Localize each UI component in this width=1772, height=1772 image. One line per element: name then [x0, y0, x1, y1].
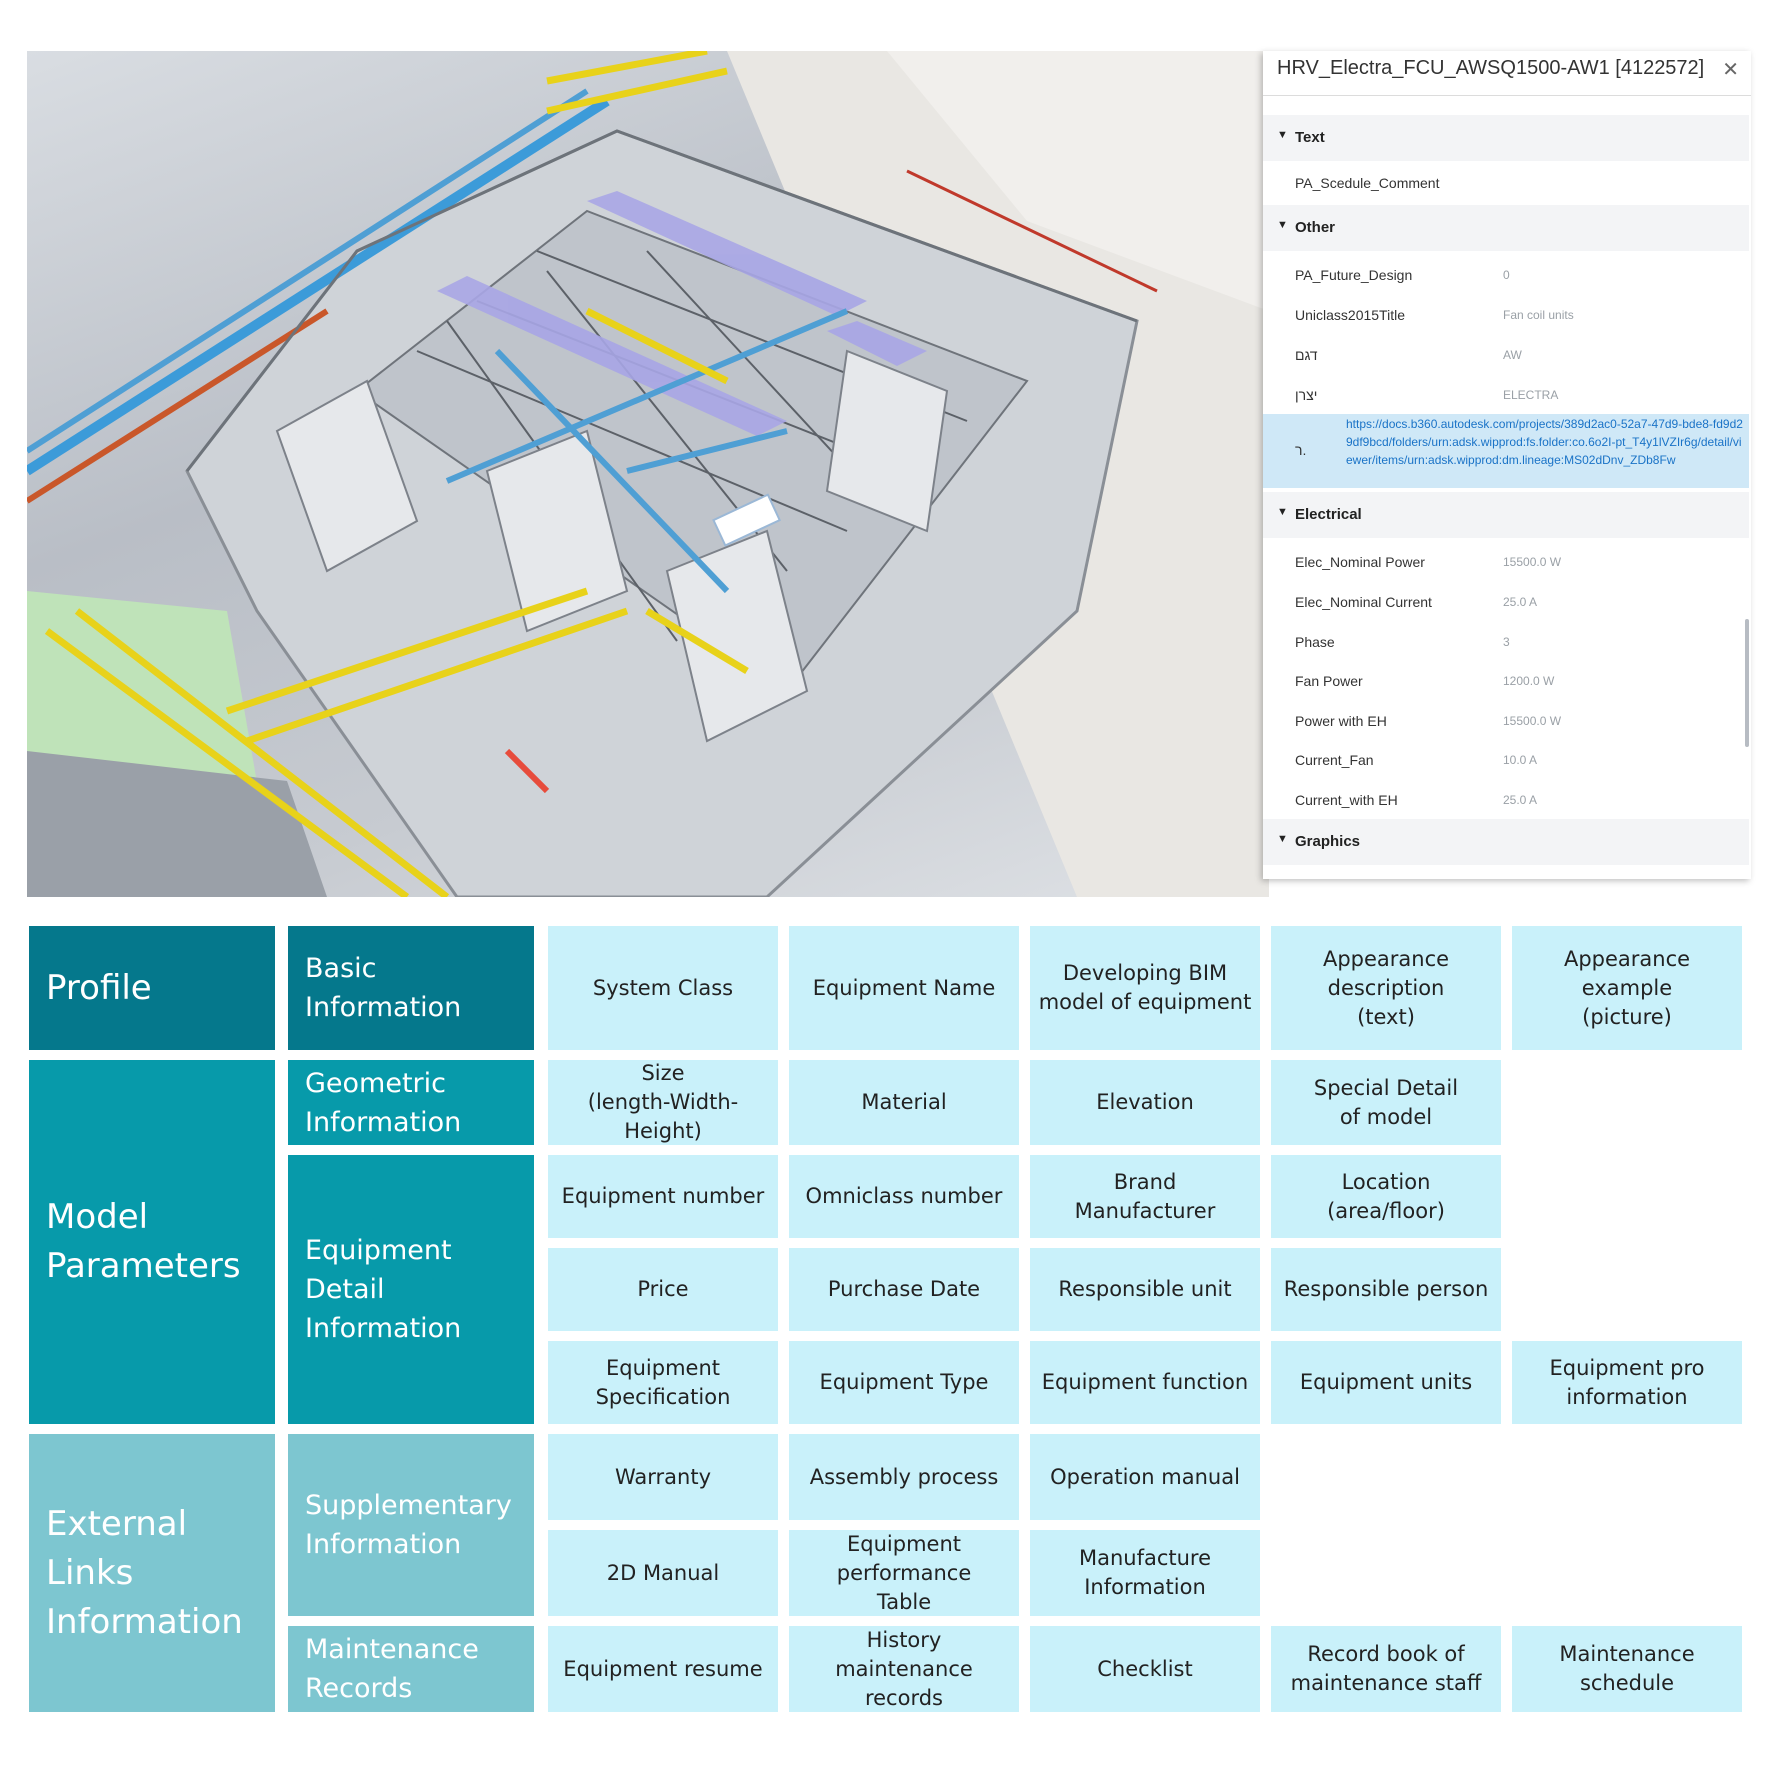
- panel-scrollbar[interactable]: [1745, 619, 1749, 747]
- property-key: PA_Future_Design: [1295, 267, 1413, 283]
- property-row: Fan Power 1200.0 W: [1263, 662, 1749, 700]
- property-value: 10.0 A: [1503, 753, 1538, 767]
- property-value: ELECTRA: [1503, 388, 1559, 402]
- table-cell: Special Detail of model: [1271, 1060, 1501, 1145]
- property-key: דגם: [1295, 347, 1318, 363]
- table-cell: Assembly process: [789, 1434, 1019, 1520]
- table-cell: Price: [548, 1248, 778, 1331]
- table-cell: Elevation: [1030, 1060, 1260, 1145]
- table-cell: Maintenance schedule: [1512, 1626, 1742, 1712]
- table-cell: Warranty: [548, 1434, 778, 1520]
- property-value: 15500.0 W: [1503, 555, 1562, 569]
- property-row-link[interactable]: ר. https://docs.b360.autodesk.com/projec…: [1263, 414, 1749, 488]
- table-cell: Equipment performance Table: [789, 1530, 1019, 1616]
- property-row: Current_with EH 25.0 A: [1263, 781, 1749, 819]
- properties-panel: HRV_Electra_FCU_AWSQ1500-AW1 [4122572] ✕…: [1263, 51, 1751, 879]
- table-cell: Developing BIM model of equipment: [1030, 926, 1260, 1050]
- table-cell: System Class: [548, 926, 778, 1050]
- property-row: Elec_Nominal Current 25.0 A: [1263, 583, 1749, 621]
- property-row: Power with EH 15500.0 W: [1263, 702, 1749, 740]
- section-title: Graphics: [1295, 833, 1361, 850]
- property-key: ר.: [1295, 442, 1307, 458]
- table-cell: Equipment units: [1271, 1341, 1501, 1424]
- table-cell: Brand Manufacturer: [1030, 1155, 1260, 1238]
- property-key: Phase: [1295, 634, 1335, 650]
- table-cell: Equipment resume: [548, 1626, 778, 1712]
- table-cell: 2D Manual: [548, 1530, 778, 1616]
- caret-down-icon: ▼: [1277, 506, 1288, 518]
- property-value: 1200.0 W: [1503, 674, 1555, 688]
- table-cell: History maintenance records: [789, 1626, 1019, 1712]
- property-key: PA_Scedule_Comment: [1295, 175, 1440, 191]
- table-cell: Equipment pro information: [1512, 1341, 1742, 1424]
- section-title: Other: [1295, 219, 1336, 236]
- property-row: Elec_Nominal Power 15500.0 W: [1263, 543, 1749, 581]
- table-cell: Location (area/floor): [1271, 1155, 1501, 1238]
- bim-3d-viewport[interactable]: [27, 51, 1269, 897]
- property-value: 3: [1503, 635, 1510, 649]
- property-key: יצרן: [1295, 387, 1318, 403]
- table-cell: Appearance example (picture): [1512, 926, 1742, 1050]
- table-cell: Equipment Specification: [548, 1341, 778, 1424]
- table-cell: Operation manual: [1030, 1434, 1260, 1520]
- property-value: 15500.0 W: [1503, 714, 1562, 728]
- property-row: יצרן ELECTRA: [1263, 376, 1749, 414]
- property-row: Uniclass2015Title Fan coil units: [1263, 296, 1749, 334]
- table-cell: Responsible unit: [1030, 1248, 1260, 1331]
- property-key: Uniclass2015Title: [1295, 307, 1405, 323]
- property-key: Fan Power: [1295, 673, 1363, 689]
- table-cell: Checklist: [1030, 1626, 1260, 1712]
- property-value: AW: [1503, 348, 1522, 362]
- basic-information-header: Basic Information: [288, 926, 534, 1050]
- equipment-detail-header: Equipment Detail Information: [288, 1155, 534, 1424]
- caret-down-icon: ▼: [1277, 833, 1288, 845]
- table-cell: Responsible person: [1271, 1248, 1501, 1331]
- property-value: Fan coil units: [1503, 308, 1574, 322]
- panel-title: HRV_Electra_FCU_AWSQ1500-AW1 [4122572]: [1277, 57, 1705, 79]
- caret-down-icon: ▼: [1277, 129, 1288, 141]
- property-value: 25.0 A: [1503, 595, 1538, 609]
- external-links-header: External Links Information: [29, 1434, 275, 1712]
- table-cell: Equipment Type: [789, 1341, 1019, 1424]
- section-title: Electrical: [1295, 506, 1362, 523]
- panel-divider: [1263, 95, 1751, 96]
- table-cell: Omniclass number: [789, 1155, 1019, 1238]
- property-row: Phase 3: [1263, 623, 1749, 661]
- section-other-header[interactable]: ▼ Other: [1263, 205, 1749, 251]
- model-parameters-header: Model Parameters: [29, 1060, 275, 1424]
- property-row: Current_Fan 10.0 A: [1263, 741, 1749, 779]
- property-key: Current_Fan: [1295, 752, 1374, 768]
- property-row: דגם AW: [1263, 336, 1749, 374]
- section-title: Text: [1295, 129, 1325, 146]
- table-cell: Equipment function: [1030, 1341, 1260, 1424]
- property-key: Elec_Nominal Current: [1295, 594, 1432, 610]
- section-graphics-header[interactable]: ▼ Graphics: [1263, 819, 1749, 865]
- section-text-header[interactable]: ▼ Text: [1263, 115, 1749, 161]
- property-key: Power with EH: [1295, 713, 1387, 729]
- table-cell: Equipment Name: [789, 926, 1019, 1050]
- table-cell: Manufacture Information: [1030, 1530, 1260, 1616]
- caret-down-icon: ▼: [1277, 219, 1288, 231]
- table-cell: Appearance description (text): [1271, 926, 1501, 1050]
- property-key: Elec_Nominal Power: [1295, 554, 1425, 570]
- property-value: 0: [1503, 268, 1510, 282]
- supplementary-information-header: Supplementary Information: [288, 1434, 534, 1616]
- property-value: 25.0 A: [1503, 793, 1538, 807]
- table-cell: Purchase Date: [789, 1248, 1019, 1331]
- profile-header: Profile: [29, 926, 275, 1050]
- section-electrical-header[interactable]: ▼ Electrical: [1263, 492, 1749, 538]
- table-cell: Equipment number: [548, 1155, 778, 1238]
- property-row: PA_Scedule_Comment: [1263, 164, 1749, 202]
- table-cell: Size (length-Width-Height): [548, 1060, 778, 1145]
- bim-model-render: [27, 51, 1269, 897]
- maintenance-records-header: Maintenance Records: [288, 1626, 534, 1712]
- table-cell: Record book of maintenance staff: [1271, 1626, 1501, 1712]
- property-row: PA_Future_Design 0: [1263, 256, 1749, 294]
- close-icon[interactable]: ✕: [1722, 59, 1739, 81]
- table-cell: Material: [789, 1060, 1019, 1145]
- geometric-information-header: Geometric Information: [288, 1060, 534, 1145]
- property-key: Current_with EH: [1295, 792, 1398, 808]
- property-link[interactable]: https://docs.b360.autodesk.com/projects/…: [1346, 417, 1743, 467]
